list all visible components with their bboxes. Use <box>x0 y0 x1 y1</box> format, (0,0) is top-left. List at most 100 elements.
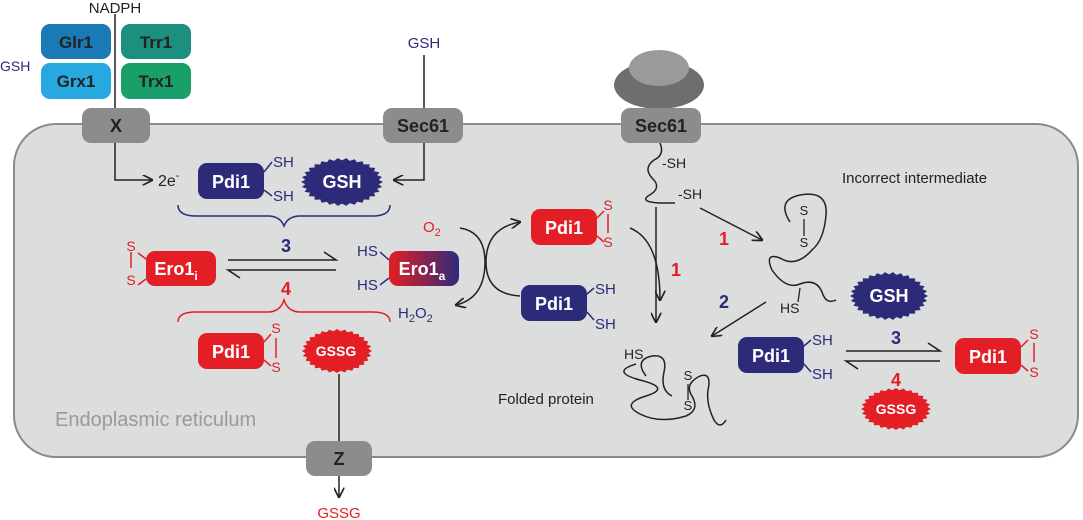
er-label: Endoplasmic reticulum <box>55 409 256 431</box>
pdi1-reduced-right-label: Pdi1 <box>752 346 790 366</box>
gsh-burst-right <box>850 272 928 320</box>
pdi1-oxidized-left-disulfide <box>263 333 277 367</box>
ero1-active-label: Ero1a <box>399 259 446 283</box>
pdi1-reduced-to-oxidized-arrow <box>485 222 520 297</box>
gsh-topleft-label: GSH <box>0 58 30 74</box>
folded-protein-loop <box>640 355 673 397</box>
channel-x-label: X <box>110 116 122 136</box>
sec61-right-label: Sec61 <box>635 116 687 136</box>
grx1-box <box>41 63 111 99</box>
gssg-out-label: GSSG <box>317 505 360 520</box>
s-label: S <box>271 359 280 375</box>
pdi1-oxidized-left-label: Pdi1 <box>212 342 250 362</box>
s-label: S <box>684 398 693 413</box>
sh-label: SH <box>273 188 294 205</box>
ero1-active-bonds <box>379 251 390 286</box>
ero1-inactive-label: Ero1i <box>154 259 197 283</box>
grx1-label: Grx1 <box>57 72 96 91</box>
brace-top <box>177 204 391 229</box>
sh-label: -SH <box>678 186 702 202</box>
s-label: S <box>603 197 612 213</box>
channel-z-label: Z <box>334 449 345 469</box>
folded-protein-label: Folded protein <box>498 391 594 408</box>
trx1-box <box>121 63 191 99</box>
hs-label: HS <box>780 300 799 316</box>
sh-label: SH <box>595 316 616 333</box>
pdi1-reduced-mid <box>521 285 587 321</box>
x-to-2e-arrow <box>114 143 152 180</box>
glr1-label: Glr1 <box>59 33 93 52</box>
equilibrium-arrows-right <box>843 342 943 370</box>
sh-label: SH <box>273 154 294 171</box>
gsh-burst-top <box>301 158 383 206</box>
s-label: S <box>126 272 135 288</box>
pdi1-oxidized-mid-label: Pdi1 <box>545 218 583 238</box>
ero1-inactive <box>146 251 216 286</box>
pdi1-oxidized-right <box>955 338 1021 374</box>
reaction-1-arrow-pdi <box>629 227 660 300</box>
s-label: S <box>800 235 809 250</box>
equilibrium-arrows-left <box>225 251 339 279</box>
hs-label: HS <box>624 346 643 362</box>
ero1-active <box>389 251 459 286</box>
two-e-label: 2e- <box>158 170 180 190</box>
s-label: S <box>603 234 612 250</box>
brace-bottom <box>177 297 391 323</box>
reaction-3-right: 3 <box>891 328 901 348</box>
gssg-burst-right-label: GSSG <box>876 401 917 417</box>
gsh-burst-top-label: GSH <box>322 172 361 192</box>
pdi1-reduced-right <box>738 337 804 373</box>
pdi1-reduced-mid-bonds <box>586 287 595 321</box>
trr1-label: Trr1 <box>140 33 172 52</box>
sh-label: SH <box>812 332 833 349</box>
reaction-1-arrow-incorrect <box>699 207 762 240</box>
ero1-inactive-disulfide <box>130 252 147 286</box>
h2o2-label: H2O2 <box>398 305 433 325</box>
sec61-left <box>383 108 463 143</box>
trx1-label: Trx1 <box>139 72 174 91</box>
pdi1-reduced-right-bonds <box>803 339 812 373</box>
channel-z <box>306 441 372 476</box>
sec61-to-gsh-arrow <box>394 143 425 180</box>
pdi1-reduced-mid-label: Pdi1 <box>535 294 573 314</box>
incorrect-intermediate-label: Incorrect intermediate <box>842 170 987 187</box>
sec61-right <box>621 108 701 143</box>
reaction-2-arrow <box>712 301 767 336</box>
nadph-label: NADPH <box>89 0 142 17</box>
s-label: S <box>1029 326 1038 342</box>
reaction-4-right: 4 <box>891 370 901 390</box>
trr1-box <box>121 24 191 59</box>
sh-label: SH <box>812 366 833 383</box>
pdi1-reduced-top <box>198 163 264 199</box>
gssg-burst-left <box>302 329 372 373</box>
ribosome-small <box>629 50 689 86</box>
reaction-4-left: 4 <box>281 279 291 299</box>
o2-label: O2 <box>423 219 441 239</box>
glr1-box <box>41 24 111 59</box>
sh-label: SH <box>595 281 616 298</box>
folded-protein-chain <box>623 363 727 426</box>
pdi1-oxidized-mid <box>531 209 597 245</box>
o2-to-h2o2-arrow <box>456 227 486 305</box>
gssg-burst-left-label: GSSG <box>316 343 357 359</box>
incorrect-hs-bond <box>797 287 801 303</box>
nascent-chain <box>645 142 675 204</box>
s-label: S <box>126 238 135 254</box>
reaction-1-mid: 1 <box>671 260 681 280</box>
reaction-2: 2 <box>719 292 729 312</box>
channel-x <box>82 108 150 143</box>
s-label: S <box>800 203 809 218</box>
reaction-1-top: 1 <box>719 229 729 249</box>
reaction-3-left: 3 <box>281 236 291 256</box>
incorrect-intermediate-chain <box>768 193 837 303</box>
hs-label: HS <box>357 243 378 260</box>
pdi1-oxidized-left <box>198 333 264 369</box>
sh-label: -SH <box>662 155 686 171</box>
sec61-left-label: Sec61 <box>397 116 449 136</box>
pdi1-oxidized-mid-disulfide <box>596 210 609 243</box>
s-label: S <box>684 368 693 383</box>
pdi1-oxidized-right-disulfide <box>1020 339 1035 372</box>
s-label: S <box>271 320 280 336</box>
gssg-burst-right <box>861 388 931 430</box>
